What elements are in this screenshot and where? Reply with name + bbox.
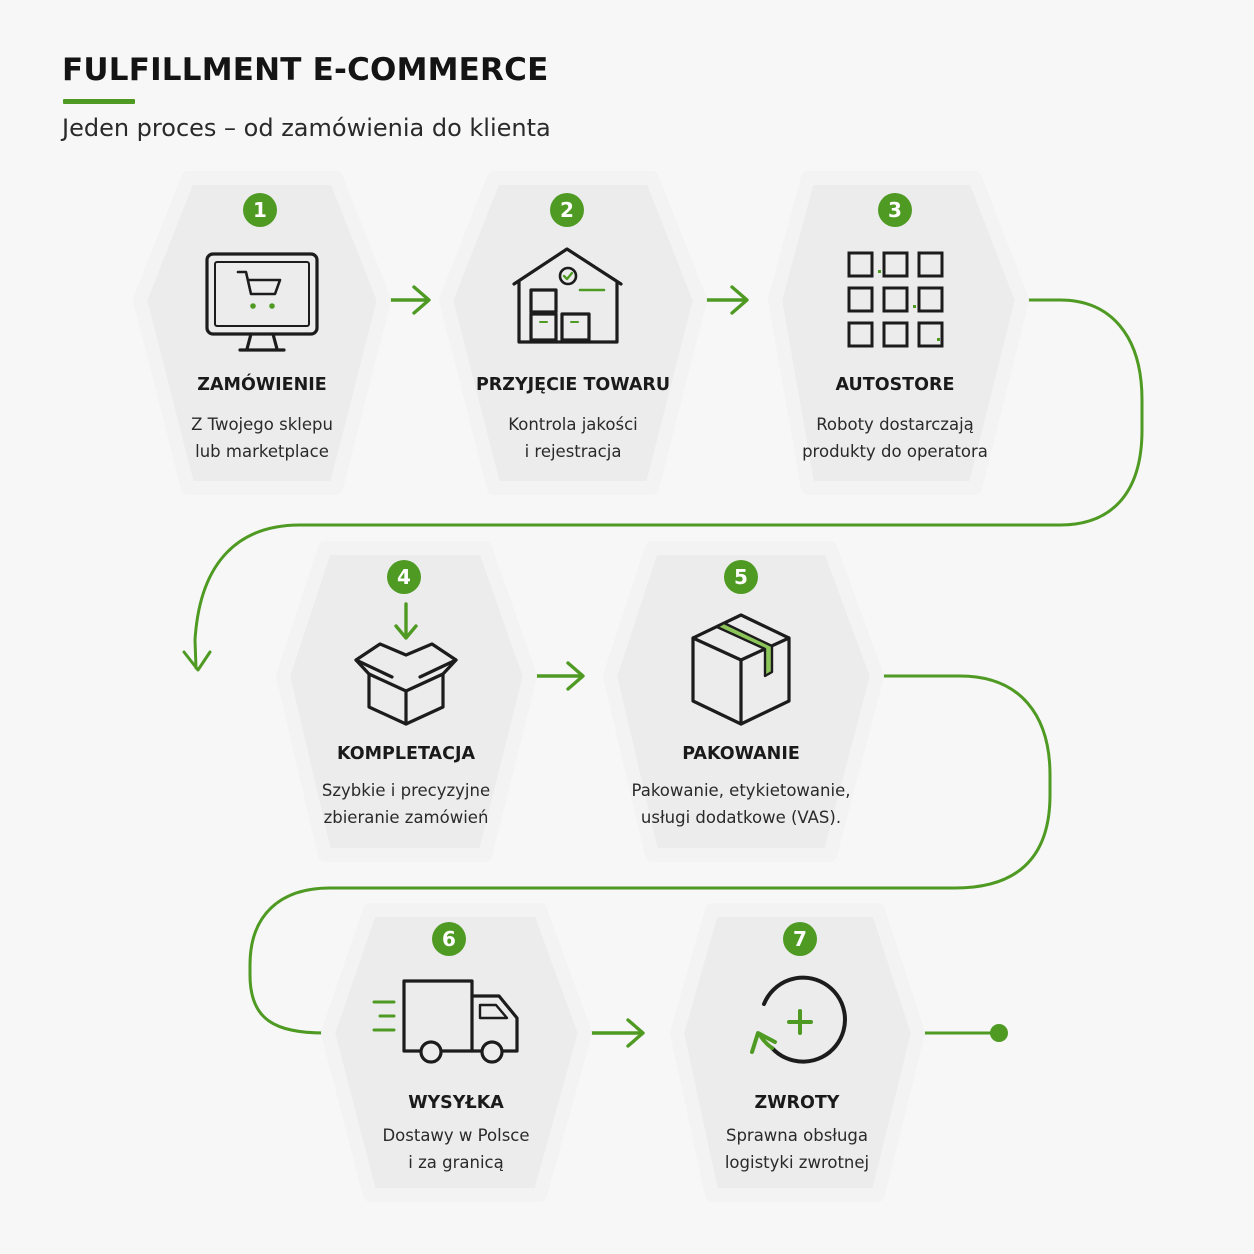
step-desc-7-line2: logistyki zwrotnej [725,1153,869,1172]
step-badge-4: 4 [387,560,421,594]
step-badge-3: 3 [878,193,912,227]
step-desc-2-line2: i rejestracja [525,442,622,461]
svg-text:2: 2 [560,198,574,222]
step-title-4: KOMPLETACJA [337,744,475,764]
step-desc-2-line1: Kontrola jakości [508,415,638,434]
step-badge-7: 7 [783,922,817,956]
step-title-5: PAKOWANIE [682,744,800,764]
step-desc-1-line1: Z Twojego sklepu [191,415,333,434]
step-desc-1-line2: lub marketplace [195,442,329,461]
step-desc-4-line1: Szybkie i precyzyjne [322,781,490,800]
step-badge-5: 5 [724,560,758,594]
svg-text:4: 4 [397,565,411,589]
svg-text:7: 7 [793,927,807,951]
svg-text:6: 6 [442,927,456,951]
arrow-2-to-3 [701,285,749,315]
step-badge-2: 2 [550,193,584,227]
step-title-6: WYSYŁKA [408,1093,504,1113]
packed-box-icon [691,613,791,726]
step-badge-1: 1 [243,193,277,227]
connector-3-to-4-arrowhead [182,650,212,672]
monitor-cart-icon [205,252,319,352]
step-card-3 [768,171,1029,495]
page-subtitle: Jeden proces – od zamówienia do klienta [62,114,551,142]
step-desc-4-line2: zbieranie zamówień [324,808,489,827]
svg-text:3: 3 [888,198,902,222]
connector-3-to-4 [193,298,1144,670]
warehouse-icon [512,247,623,344]
step-title-1: ZAMÓWIENIE [197,373,326,395]
step-title-7: ZWROTY [755,1093,840,1113]
step-desc-3-line2: produkty do operatora [802,442,988,461]
svg-text:1: 1 [253,198,267,222]
step-desc-5-line1: Pakowanie, etykietowanie, [632,781,851,800]
grid-storage-icon [847,251,944,348]
arrow-6-to-7 [586,1018,645,1048]
step-card-5 [603,541,884,862]
step-card-2 [439,171,707,495]
step-card-7 [670,903,925,1202]
step-title-2: PRZYJĘCIE TOWARU [476,375,670,395]
return-cycle-icon [750,975,847,1064]
step-desc-3-line1: Roboty dostarczają [816,415,974,434]
step-desc-7-line1: Sprawna obsługa [726,1126,868,1145]
step-title-3: AUTOSTORE [836,375,955,395]
title-underline [63,99,135,104]
step-desc-6-line2: i za granicą [408,1153,503,1172]
step-desc-6-line1: Dostawy w Polsce [382,1126,529,1145]
page-title: FULFILLMENT E-COMMERCE [62,52,549,88]
step-badge-6: 6 [432,922,466,956]
open-box-icon [354,602,458,726]
delivery-truck-icon [372,979,519,1064]
arrow-4-to-5 [531,661,585,691]
step-desc-5-line2: usługi dodatkowe (VAS). [641,808,841,827]
arrow-1-to-2 [386,285,431,315]
end-dot [990,1024,1008,1042]
connector-5-to-6 [248,674,1052,1035]
svg-text:5: 5 [734,565,748,589]
